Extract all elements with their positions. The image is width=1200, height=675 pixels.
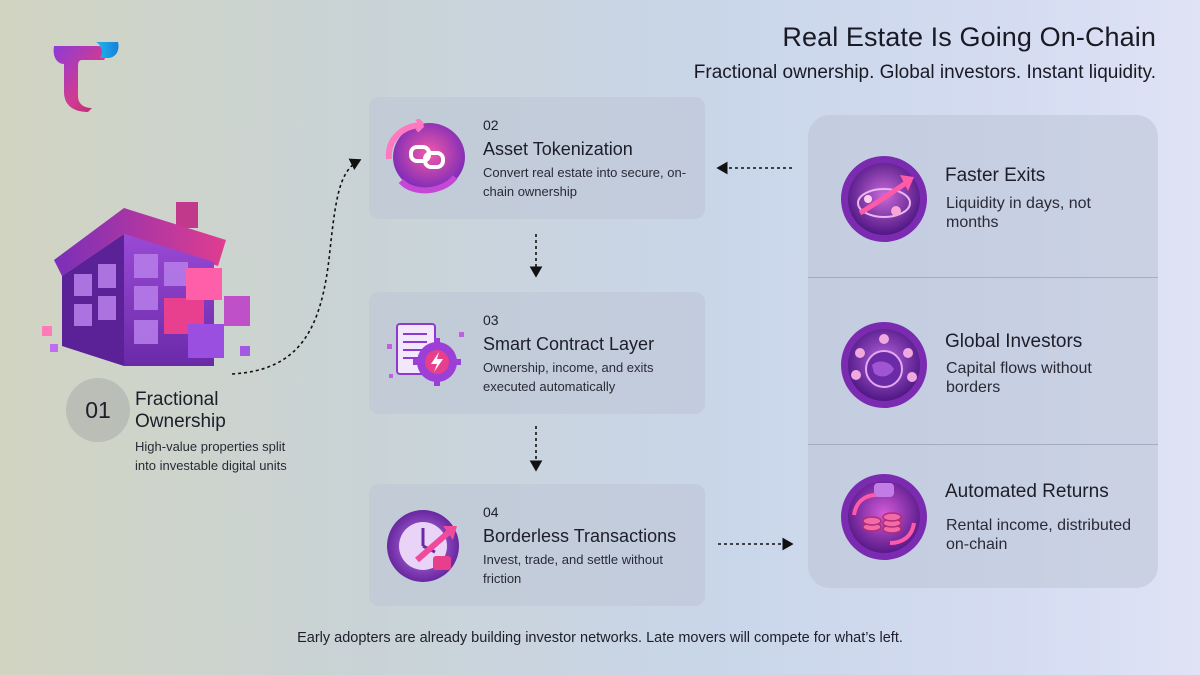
chain-link-icon	[383, 117, 467, 197]
step-number: 04	[483, 504, 499, 520]
page-title: Real Estate Is Going On-Chain	[782, 22, 1156, 52]
globe-people-icon	[838, 319, 930, 411]
step-description-fractional-ownership: High-value properties split into investa…	[135, 439, 287, 473]
divider	[808, 277, 1158, 278]
step-title: Borderless Transactions	[483, 526, 677, 546]
step-description: Ownership, income, and exits executed au…	[483, 360, 654, 394]
step-description: Invest, trade, and settle without fricti…	[483, 552, 663, 586]
benefit-description: Rental income, distributed on-chain	[946, 517, 1131, 553]
footer-note: Early adopters are already building inve…	[297, 630, 903, 646]
step-number: 03	[483, 312, 499, 328]
brand-logo	[48, 38, 122, 114]
divider	[808, 444, 1158, 445]
coins-cycle-icon	[838, 471, 930, 563]
step-card-smart-contract-layer: 03 Smart Contract Layer Ownership, incom…	[369, 292, 705, 414]
step-card-borderless-transactions: 04 Borderless Transactions Invest, trade…	[369, 484, 705, 606]
house-cubes-icon	[38, 196, 260, 374]
step-description: Convert real estate into secure, on-chai…	[483, 165, 687, 199]
benefit-title: Global Investors	[945, 331, 1083, 352]
step-number: 02	[483, 117, 499, 133]
globe-arrow-icon	[838, 153, 930, 245]
clock-arrow-icon	[383, 506, 467, 584]
benefit-title: Faster Exits	[945, 165, 1046, 186]
step-title: Asset Tokenization	[483, 139, 633, 159]
page-subtitle: Fractional ownership. Global investors. …	[693, 62, 1156, 83]
step-number-01: 01	[66, 378, 130, 442]
benefits-panel: Faster Exits Liquidity in days, not mont…	[808, 115, 1158, 588]
contract-gear-icon	[383, 314, 467, 392]
benefit-description: Capital flows without borders	[946, 360, 1092, 396]
step-card-asset-tokenization: 02 Asset Tokenization Convert real estat…	[369, 97, 705, 219]
step-title: Smart Contract Layer	[483, 334, 655, 354]
benefit-description: Liquidity in days, not months	[946, 195, 1091, 231]
step-title-fractional-ownership: Fractional Ownership	[135, 389, 226, 432]
benefit-title: Automated Returns	[945, 481, 1109, 502]
